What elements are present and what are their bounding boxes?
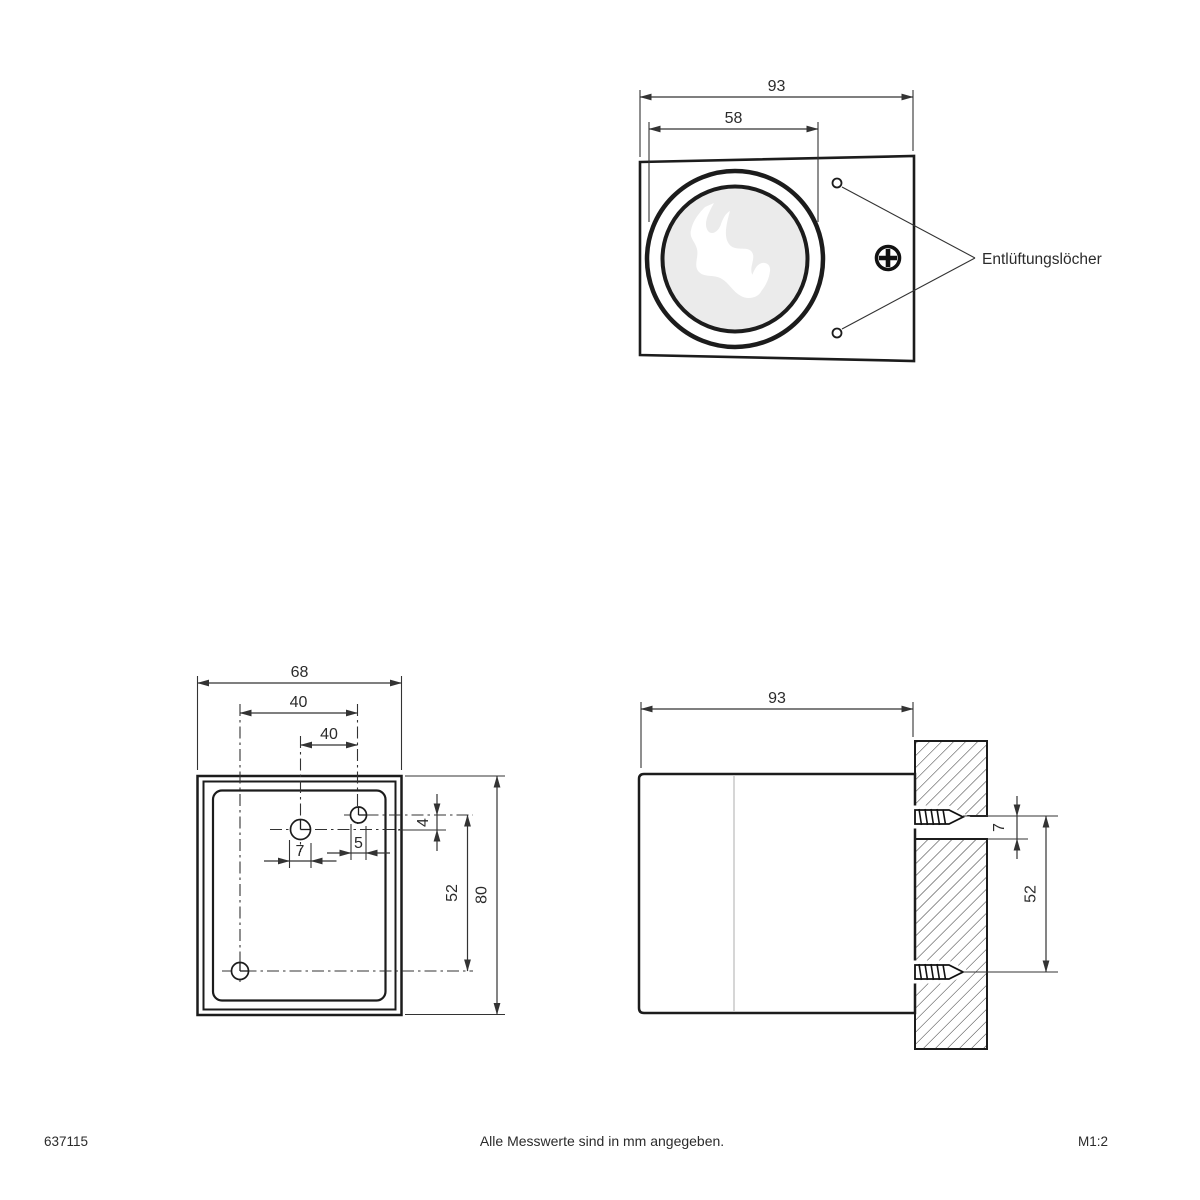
side-dim-slot: 7: [963, 796, 1058, 859]
back-inner-outline: [211, 789, 387, 1002]
mounting-hole-middle: [289, 818, 312, 841]
back-dim-height: 80: [405, 775, 505, 1016]
side-dim-depth: 93: [640, 690, 914, 768]
mounting-screw-top: [911, 805, 971, 829]
wall-section-upper: [914, 740, 988, 817]
back-outer-outline: [196, 774, 403, 1017]
side-dim-spacing: 52: [963, 815, 1058, 973]
lens-bezel-circle: [644, 168, 826, 350]
scale-label: M1:2: [1078, 1134, 1108, 1149]
front-dim-overall: 93: [639, 78, 914, 157]
back-dim-height-label: 80: [474, 886, 491, 904]
front-dim-overall-label: 93: [768, 78, 786, 95]
back-dim-offset: 4: [398, 794, 446, 851]
front-dim-lens-label: 58: [725, 110, 743, 127]
back-dim-vertical: 52: [444, 814, 471, 972]
side-view: 93 7 52: [637, 690, 1058, 1050]
back-dim-slot-right-label: 5: [354, 835, 363, 852]
back-dim-width: 68: [196, 664, 403, 770]
back-dim-width-label: 68: [291, 664, 309, 681]
back-dim-offset-label: 4: [415, 818, 432, 827]
mounting-screw-bottom: [911, 960, 971, 984]
article-number: 637115: [44, 1134, 88, 1149]
back-dim-vertical-label: 52: [444, 884, 461, 902]
vent-hole-bottom: [831, 327, 843, 339]
lens-reflection-2: [747, 262, 771, 297]
side-dim-slot-label: 7: [991, 823, 1008, 832]
lens-reflection: [690, 203, 763, 298]
back-dim-slot-mid-label: 7: [296, 843, 305, 860]
vent-hole-top: [831, 177, 843, 189]
mounting-hole-right: [349, 806, 368, 824]
front-dim-lens: 58: [648, 110, 819, 222]
back-dim-hole-span-a: 40: [239, 694, 358, 717]
back-dim-hole-span-a-label: 40: [290, 694, 308, 711]
back-dim-slot-mid: 7: [264, 840, 337, 868]
vent-leader-bottom: [841, 257, 976, 330]
back-dim-hole-span-b: 40: [300, 726, 358, 749]
footer: 637115 Alle Messwerte sind in mm angegeb…: [44, 1133, 1108, 1149]
back-middle-outline: [202, 780, 397, 1011]
back-dim-hole-span-b-label: 40: [320, 726, 338, 743]
wall-section-lower: [914, 838, 988, 1050]
screw-head-icon: [874, 244, 902, 272]
vent-leader-top: [841, 186, 976, 259]
mounting-hole-bottom-left: [230, 961, 250, 981]
side-housing-outline: [637, 772, 917, 1015]
back-dim-slot-right: 5: [327, 824, 390, 860]
back-view: 68 40 40 7 5: [196, 664, 505, 1017]
measurement-note: Alle Messwerte sind in mm angegeben.: [480, 1133, 724, 1149]
front-view: Entlüftungslöcher 93 58: [638, 78, 1102, 363]
side-dim-depth-label: 93: [768, 690, 786, 707]
vent-holes-label: Entlüftungslöcher: [982, 251, 1102, 268]
side-dim-spacing-label: 52: [1023, 885, 1040, 903]
